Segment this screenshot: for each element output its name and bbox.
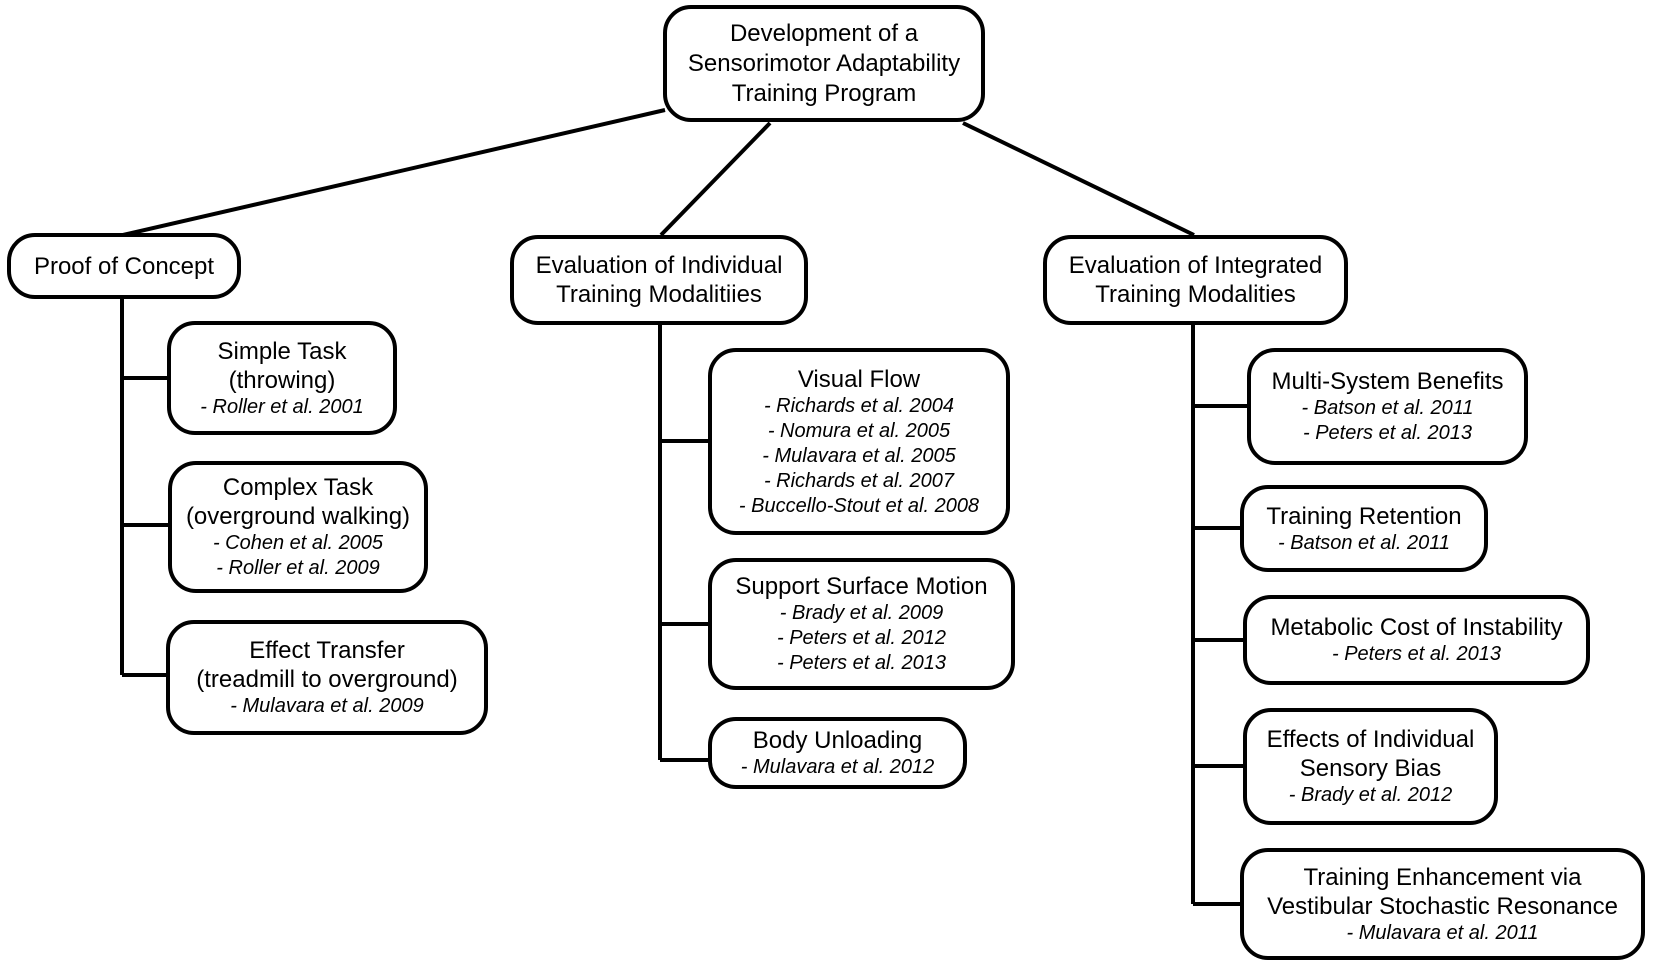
node-title-line: Proof of Concept [33, 252, 215, 280]
node-title-line: Complex Task [222, 474, 374, 501]
citation-line: - Peters et al. 2013 [1303, 422, 1472, 444]
citation-line: - Batson et al. 2011 [1301, 397, 1474, 419]
node-training-enhancement: Training Enhancement via Vestibular Stoc… [1240, 848, 1645, 960]
citation-line: - Batson et al. 2011 [1278, 531, 1450, 554]
citation-line: - Roller et al. 2001 [200, 395, 364, 418]
citation-line: - Brady et al. 2012 [1288, 784, 1453, 806]
node-effect-transfer: Effect Transfer (treadmill to overground… [166, 620, 488, 735]
node-header-integrated-modalities: Evaluation of Integrated Training Modali… [1043, 235, 1348, 325]
node-title-line: (overground walking) [185, 503, 411, 530]
citation-line: - Buccello-Stout et al. 2008 [738, 494, 980, 517]
node-title-line: Effects of Individual [1266, 726, 1475, 753]
node-complex-task: Complex Task (overground walking) - Cohe… [168, 461, 428, 593]
node-root: Development of a Sensorimotor Adaptabili… [663, 5, 985, 122]
node-title-line: Vestibular Stochastic Resonance [1267, 892, 1618, 920]
citation-line: - Mulavara et al. 2012 [740, 756, 935, 778]
citation-line: - Peters et al. 2013 [1332, 643, 1501, 665]
node-title-line: Evaluation of Integrated [1068, 252, 1323, 279]
node-support-surface-motion: Support Surface Motion - Brady et al. 20… [708, 558, 1015, 690]
node-visual-flow: Visual Flow - Richards et al. 2004 - Nom… [708, 348, 1010, 535]
edge-root-to-proof-of-concept [122, 108, 666, 237]
edge-root-to-integrated [962, 121, 1195, 237]
node-title-line: Evaluation of Individual [535, 252, 783, 279]
citation-line: - Nomura et al. 2005 [767, 419, 951, 442]
node-title-line: Multi-System Benefits [1271, 368, 1504, 395]
node-metabolic-cost: Metabolic Cost of Instability - Peters e… [1243, 595, 1590, 685]
node-multi-system-benefits: Multi-System Benefits - Batson et al. 20… [1247, 348, 1528, 465]
node-title-line: Support Surface Motion [735, 573, 988, 600]
node-effects-sensory-bias: Effects of Individual Sensory Bias - Bra… [1243, 708, 1498, 825]
node-simple-task: Simple Task (throwing) - Roller et al. 2… [167, 321, 397, 435]
citation-line: - Richards et al. 2007 [763, 469, 955, 492]
node-header-proof-of-concept: Proof of Concept [7, 233, 241, 299]
node-title-line: Sensorimotor Adaptability [687, 49, 961, 77]
node-title-line: Training Enhancement via [1303, 863, 1582, 891]
citation-line: - Peters et al. 2012 [777, 627, 946, 649]
citation-line: - Peters et al. 2013 [777, 652, 946, 674]
node-body-unloading: Body Unloading - Mulavara et al. 2012 [708, 717, 967, 789]
citation-line: - Mulavara et al. 2011 [1346, 921, 1539, 944]
node-training-retention: Training Retention - Batson et al. 2011 [1240, 485, 1488, 572]
node-title-line: Development of a [729, 19, 919, 47]
node-title-line: Effect Transfer [249, 637, 405, 664]
node-title-line: Training Modalities [1095, 281, 1296, 308]
citation-line: - Richards et al. 2004 [763, 394, 955, 417]
node-title-line: Sensory Bias [1299, 755, 1442, 782]
citation-line: - Roller et al. 2009 [216, 557, 380, 579]
node-title-line: Training Modalitiies [556, 281, 762, 308]
node-title-line: (treadmill to overground) [196, 666, 458, 693]
node-title-line: Body Unloading [752, 727, 923, 754]
citation-line: - Cohen et al. 2005 [212, 532, 384, 554]
citation-line: - Mulavara et al. 2005 [762, 444, 956, 467]
node-title-line: Visual Flow [797, 365, 921, 393]
node-title-line: Metabolic Cost of Instability [1270, 614, 1563, 641]
node-title-line: (throwing) [228, 366, 336, 394]
node-title-line: Simple Task [217, 337, 347, 365]
node-header-individual-modalities: Evaluation of Individual Training Modali… [510, 235, 808, 325]
node-title-line: Training Retention [1266, 502, 1462, 530]
edge-root-to-individual [659, 121, 772, 237]
citation-line: - Brady et al. 2009 [779, 602, 944, 624]
citation-line: - Mulavara et al. 2009 [230, 695, 424, 717]
node-title-line: Training Program [731, 79, 917, 107]
